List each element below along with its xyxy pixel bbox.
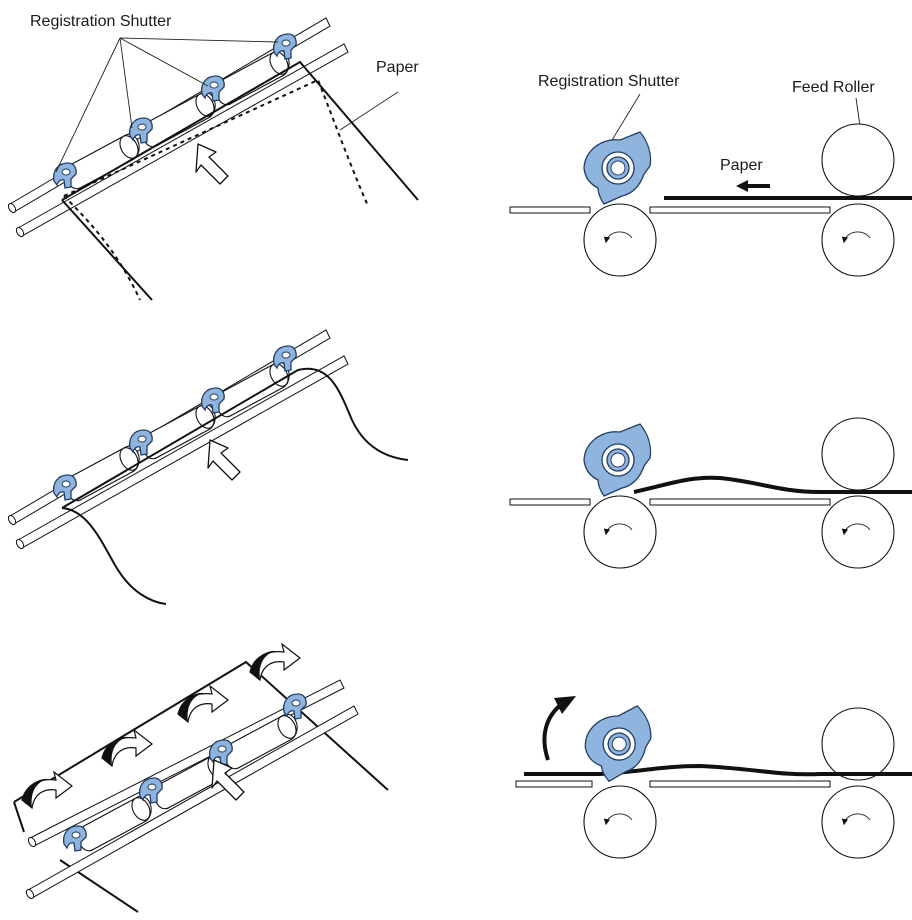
shaft-pair xyxy=(25,679,359,900)
paper-guide xyxy=(509,498,831,506)
label-registration-shutter: Registration Shutter xyxy=(30,13,172,30)
paper-sheet-buckled xyxy=(61,367,409,605)
perspective-panel-3 xyxy=(13,642,389,913)
paper-sheet xyxy=(61,60,419,301)
paper-sheet-buckled xyxy=(633,475,912,494)
section-panel-3 xyxy=(515,696,912,858)
feed-direction-arrow xyxy=(207,439,241,481)
registration-roller xyxy=(584,204,656,276)
shutter-lift-arrow xyxy=(542,702,564,761)
registration-shutter-block xyxy=(282,693,307,720)
feed-roller-upper xyxy=(821,123,895,197)
feed-roller-lower xyxy=(822,204,894,276)
registration-shutter-block xyxy=(272,345,297,372)
leader-lines xyxy=(55,37,279,173)
feed-roller-upper xyxy=(821,707,895,781)
registration-roller xyxy=(584,786,656,858)
label-paper-right: Paper xyxy=(720,157,763,174)
shutter-rotation-arrows xyxy=(21,642,301,810)
paper-guide xyxy=(515,780,831,788)
feed-direction-arrow xyxy=(195,143,229,185)
label-feed-roller: Feed Roller xyxy=(792,79,875,96)
feed-roller-lower xyxy=(822,496,894,568)
perspective-panel-2 xyxy=(7,329,409,605)
paper-direction-arrow xyxy=(736,180,770,192)
label-paper: Paper xyxy=(376,59,419,76)
section-panel-1: Registration Shutter Feed Roller Paper xyxy=(509,73,912,276)
label-registration-shutter-right: Registration Shutter xyxy=(538,73,680,90)
feed-roller-lower xyxy=(822,786,894,858)
paper-sheet xyxy=(524,763,912,777)
registration-shutter-block xyxy=(272,33,297,60)
registration-shutter xyxy=(583,423,652,497)
leader-line xyxy=(855,97,861,127)
feed-roller-upper xyxy=(821,417,895,491)
perspective-panel-1: Registration Shutter Paper xyxy=(7,13,419,301)
registration-shutter xyxy=(583,131,652,205)
shutter-lift-arrowhead xyxy=(554,696,576,714)
section-panel-2 xyxy=(509,417,912,568)
paper-guide xyxy=(509,206,831,214)
registration-roller xyxy=(584,496,656,568)
